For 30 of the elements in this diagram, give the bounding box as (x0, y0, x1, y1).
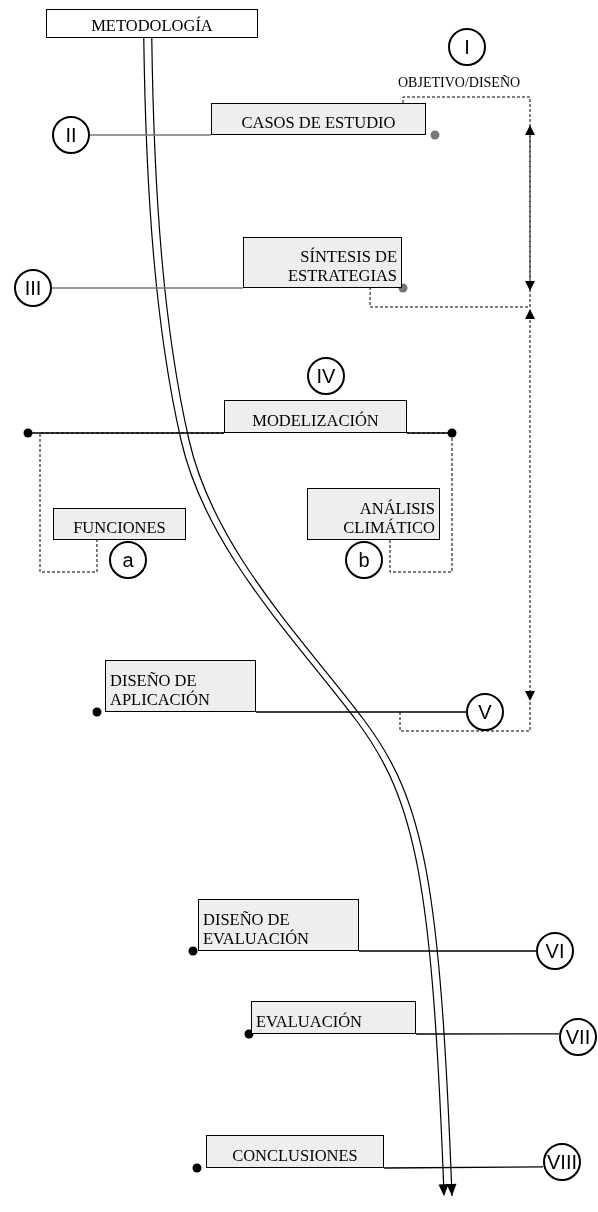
connector-line (358, 950, 537, 952)
step-number-circle: III (14, 269, 52, 307)
process-box: CASOS DE ESTUDIO (211, 103, 426, 135)
process-box: DISEÑO DE APLICACIÓN (105, 660, 256, 712)
step-number-circle: IV (307, 357, 345, 395)
process-box: ANÁLISIS CLIMÁTICO (307, 488, 440, 540)
process-box: FUNCIONES (53, 508, 186, 540)
process-box: CONCLUSIONES (206, 1135, 384, 1168)
process-box: SÍNTESIS DE ESTRATEGIAS (243, 237, 402, 288)
step-number-circle: VI (536, 932, 574, 970)
dashed-connector (369, 96, 531, 308)
dashed-connector (389, 432, 453, 573)
connector-line (51, 287, 244, 289)
step-number-circle: II (52, 116, 90, 154)
connector-line (383, 1166, 544, 1169)
node-caption: OBJETIVO/DISEÑO (398, 75, 521, 91)
connector-line (255, 711, 467, 713)
step-number-circle: I (448, 28, 486, 66)
step-number-circle: a (109, 541, 147, 579)
process-box: MODELIZACIÓN (224, 400, 407, 433)
dashed-connector (39, 432, 225, 573)
step-number-circle: VII (559, 1018, 597, 1056)
step-number-circle: V (466, 693, 504, 731)
connector-line (89, 134, 212, 136)
step-number-circle: VIII (543, 1143, 581, 1181)
step-number-circle: b (345, 541, 383, 579)
connector-line (415, 1033, 560, 1035)
process-box: METODOLOGÍA (46, 9, 258, 38)
process-box: DISEÑO DE EVALUACIÓN (198, 899, 359, 951)
process-box: EVALUACIÓN (251, 1001, 416, 1034)
